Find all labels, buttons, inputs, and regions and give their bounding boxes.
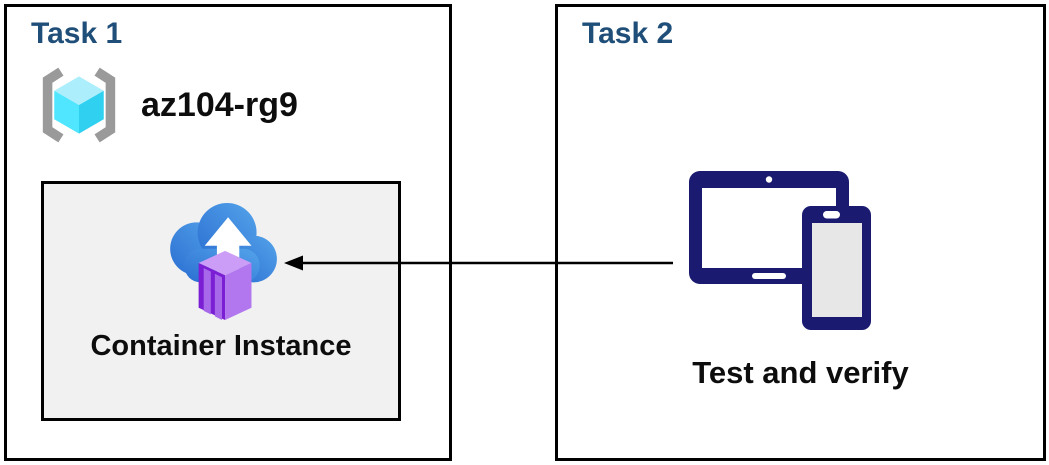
- task2-box: Task 2 Test and verify: [555, 4, 1046, 461]
- container-instance-box: Container Instance: [41, 181, 401, 421]
- container-instance-icon: [170, 203, 277, 320]
- resource-group-icon: [42, 67, 116, 143]
- resource-group-row: az104-rg9: [31, 65, 298, 145]
- resource-group-name: az104-rg9: [141, 85, 298, 124]
- test-and-verify-label: Test and verify: [692, 355, 909, 390]
- devices-tablet-phone-icon: [689, 171, 871, 330]
- container-instance-label: Container Instance: [90, 330, 352, 362]
- task2-title: Task 2: [582, 17, 674, 50]
- task1-title: Task 1: [31, 17, 123, 50]
- task1-box: Task 1 az104-rg9: [4, 4, 452, 461]
